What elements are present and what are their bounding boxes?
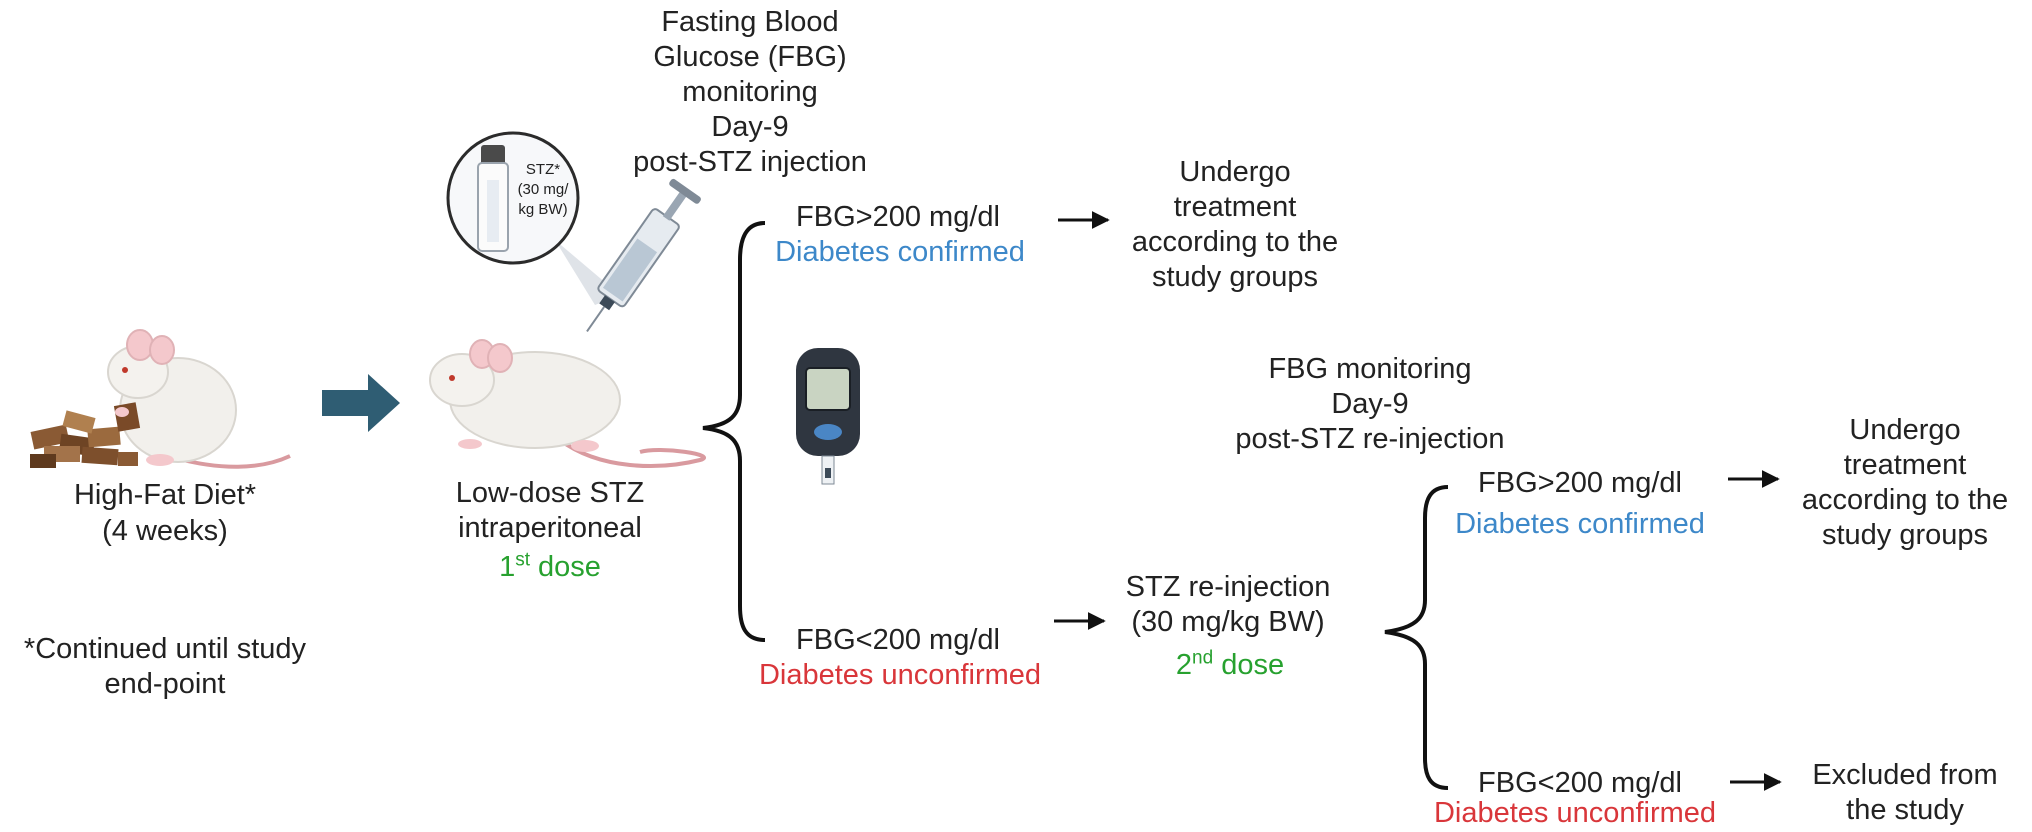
diet-label: High-Fat Diet* bbox=[73, 479, 257, 511]
outcome-treatment-1: Undergo treatment according to the study… bbox=[1131, 156, 1339, 293]
branch-2-low-status: Diabetes unconfirmed bbox=[1433, 797, 1717, 829]
branch-2-low-fbg: FBG<200 mg/dl bbox=[1478, 767, 1682, 799]
dose-1-superscript: st bbox=[515, 549, 530, 571]
diet-duration: (4 weeks) bbox=[102, 515, 228, 547]
dose-1-word: dose bbox=[529, 551, 601, 583]
dose-1-label: 1st dose bbox=[470, 550, 630, 585]
food-pellets-icon bbox=[30, 410, 138, 468]
branch-1-high-status: Diabetes confirmed bbox=[775, 236, 1025, 268]
dose-2-label: 2nd dose bbox=[1150, 648, 1310, 683]
branch-2-high-status: Diabetes confirmed bbox=[1455, 508, 1705, 540]
injection-1-label: Low-dose STZ intraperitoneal bbox=[455, 477, 645, 544]
branch-brace-2 bbox=[1384, 485, 1449, 790]
mouse-eating-icon bbox=[107, 329, 291, 469]
reinjection-label: STZ re-injection (30 mg/kg BW) bbox=[1125, 571, 1331, 638]
dose-2-word: dose bbox=[1213, 649, 1285, 681]
dose-2-superscript: nd bbox=[1192, 647, 1214, 669]
stz-vial-label: STZ* (30 mg/ kg BW) bbox=[517, 161, 569, 218]
branch-2-high-fbg: FBG>200 mg/dl bbox=[1478, 467, 1682, 499]
fbg-monitoring-label-1: Fasting Blood Glucose (FBG) monitoring D… bbox=[633, 6, 867, 178]
syringe-icon bbox=[586, 178, 701, 333]
outcome-excluded: Excluded from the study bbox=[1812, 759, 1998, 826]
footnote: *Continued until study end-point bbox=[23, 633, 307, 700]
flow-arrow-icon bbox=[322, 374, 400, 432]
mouse-injected-icon bbox=[429, 339, 706, 468]
dose-1-number: 1 bbox=[499, 551, 516, 583]
fbg-monitoring-label-2: FBG monitoring Day-9 post-STZ re-injecti… bbox=[1235, 353, 1505, 455]
branch-brace-1 bbox=[702, 221, 766, 642]
dose-2-number: 2 bbox=[1175, 649, 1193, 681]
outcome-treatment-2: Undergo treatment according to the study… bbox=[1801, 414, 2009, 551]
glucometer-icon bbox=[796, 348, 860, 485]
branch-1-low-fbg: FBG<200 mg/dl bbox=[796, 624, 1000, 656]
branch-1-high-fbg: FBG>200 mg/dl bbox=[796, 201, 1000, 233]
branch-1-low-status: Diabetes unconfirmed bbox=[758, 659, 1042, 691]
